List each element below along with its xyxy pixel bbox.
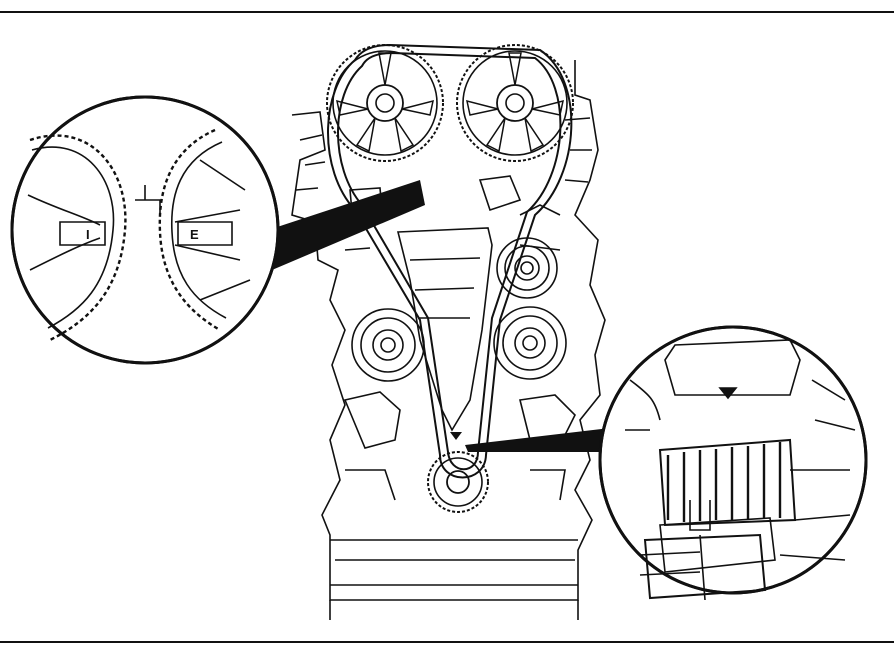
cam-mark-detail: I E bbox=[10, 95, 280, 365]
crank-mark-detail bbox=[598, 325, 868, 601]
crank-sprocket-icon bbox=[427, 451, 489, 513]
intake-mark-label: I bbox=[86, 227, 90, 242]
right-detail-ring bbox=[598, 325, 868, 595]
idler-pulley-icon bbox=[493, 306, 567, 380]
cam-sprocket-icon bbox=[326, 44, 444, 162]
exhaust-mark-label: E bbox=[190, 227, 199, 242]
callout-wedge-left bbox=[262, 180, 425, 270]
idler-pulley-icon bbox=[351, 308, 425, 382]
callout-wedge-right bbox=[465, 428, 610, 452]
left-detail-ring bbox=[10, 95, 280, 365]
idler-pulley-icon bbox=[496, 237, 558, 299]
crank-timing-pointer bbox=[450, 432, 462, 440]
cam-sprocket-icon bbox=[456, 44, 574, 162]
timing-belt bbox=[327, 43, 573, 479]
